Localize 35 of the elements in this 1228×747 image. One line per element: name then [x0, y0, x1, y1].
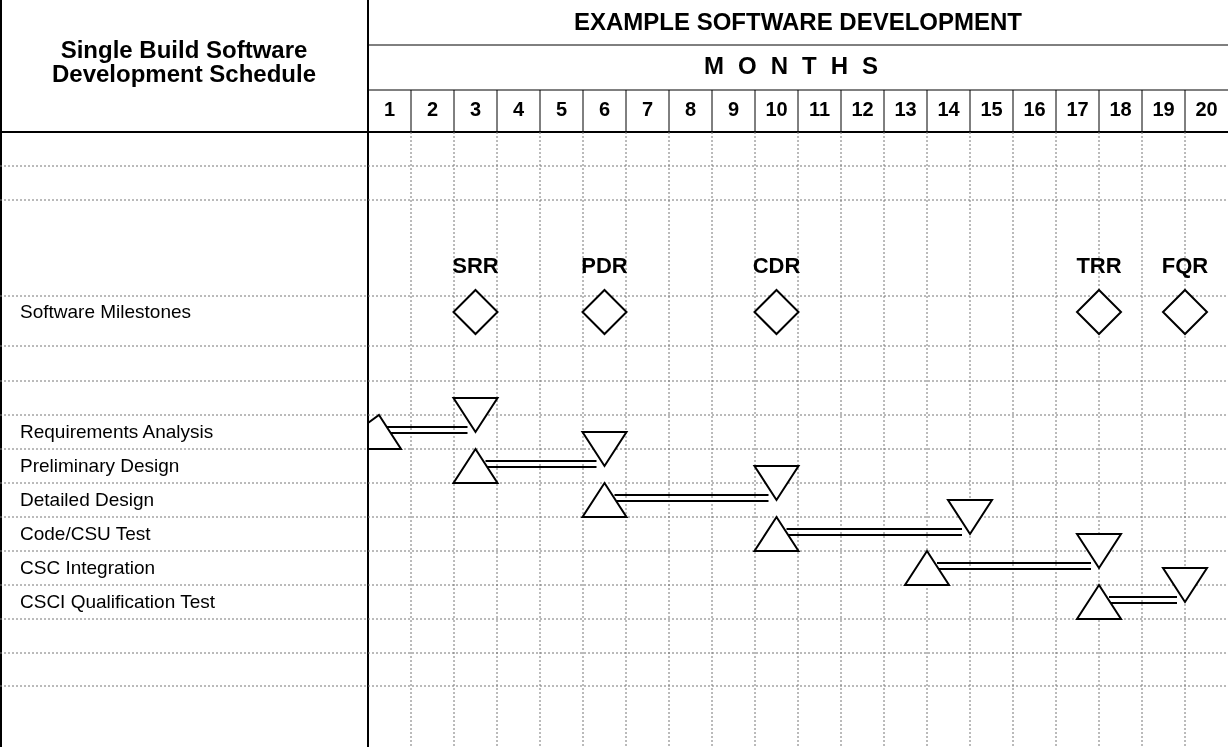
row-label: CSCI Qualification Test	[20, 591, 215, 613]
month-number: 18	[1108, 98, 1133, 121]
month-number: 14	[936, 98, 961, 121]
month-number: 15	[979, 98, 1004, 121]
milestone-label: SRR	[451, 253, 500, 279]
month-number: 9	[726, 98, 741, 121]
schedule-title: Single Build Software Development Schedule	[50, 38, 318, 86]
milestone-label: PDR	[580, 253, 629, 279]
row-label: Preliminary Design	[20, 455, 180, 477]
month-number: 6	[597, 98, 612, 121]
month-number: 10	[764, 98, 789, 121]
row-label: Detailed Design	[20, 489, 155, 511]
milestone-label: TRR	[1075, 253, 1123, 279]
axis-title: MONTHS	[703, 52, 893, 80]
row-label: Software Milestones	[20, 301, 192, 323]
month-number: 16	[1022, 98, 1047, 121]
month-number: 5	[554, 98, 569, 121]
month-number: 13	[893, 98, 918, 121]
month-number: 8	[683, 98, 698, 121]
row-label: Code/CSU Test	[20, 523, 151, 545]
row-label: CSC Integration	[20, 557, 156, 579]
month-number: 3	[468, 98, 483, 121]
chart-heading: EXAMPLE SOFTWARE DEVELOPMENT	[573, 8, 1023, 36]
row-label: Requirements Analysis	[20, 421, 214, 443]
month-number: 1	[382, 98, 397, 121]
month-number: 7	[640, 98, 655, 121]
milestone-label: CDR	[751, 253, 802, 279]
milestone-label: FQR	[1160, 253, 1210, 279]
month-number: 11	[807, 98, 832, 121]
month-number: 4	[511, 98, 526, 121]
month-number: 12	[850, 98, 875, 121]
month-number: 19	[1151, 98, 1176, 121]
month-number: 2	[425, 98, 440, 121]
month-number: 20	[1194, 98, 1219, 121]
month-number: 17	[1065, 98, 1090, 121]
